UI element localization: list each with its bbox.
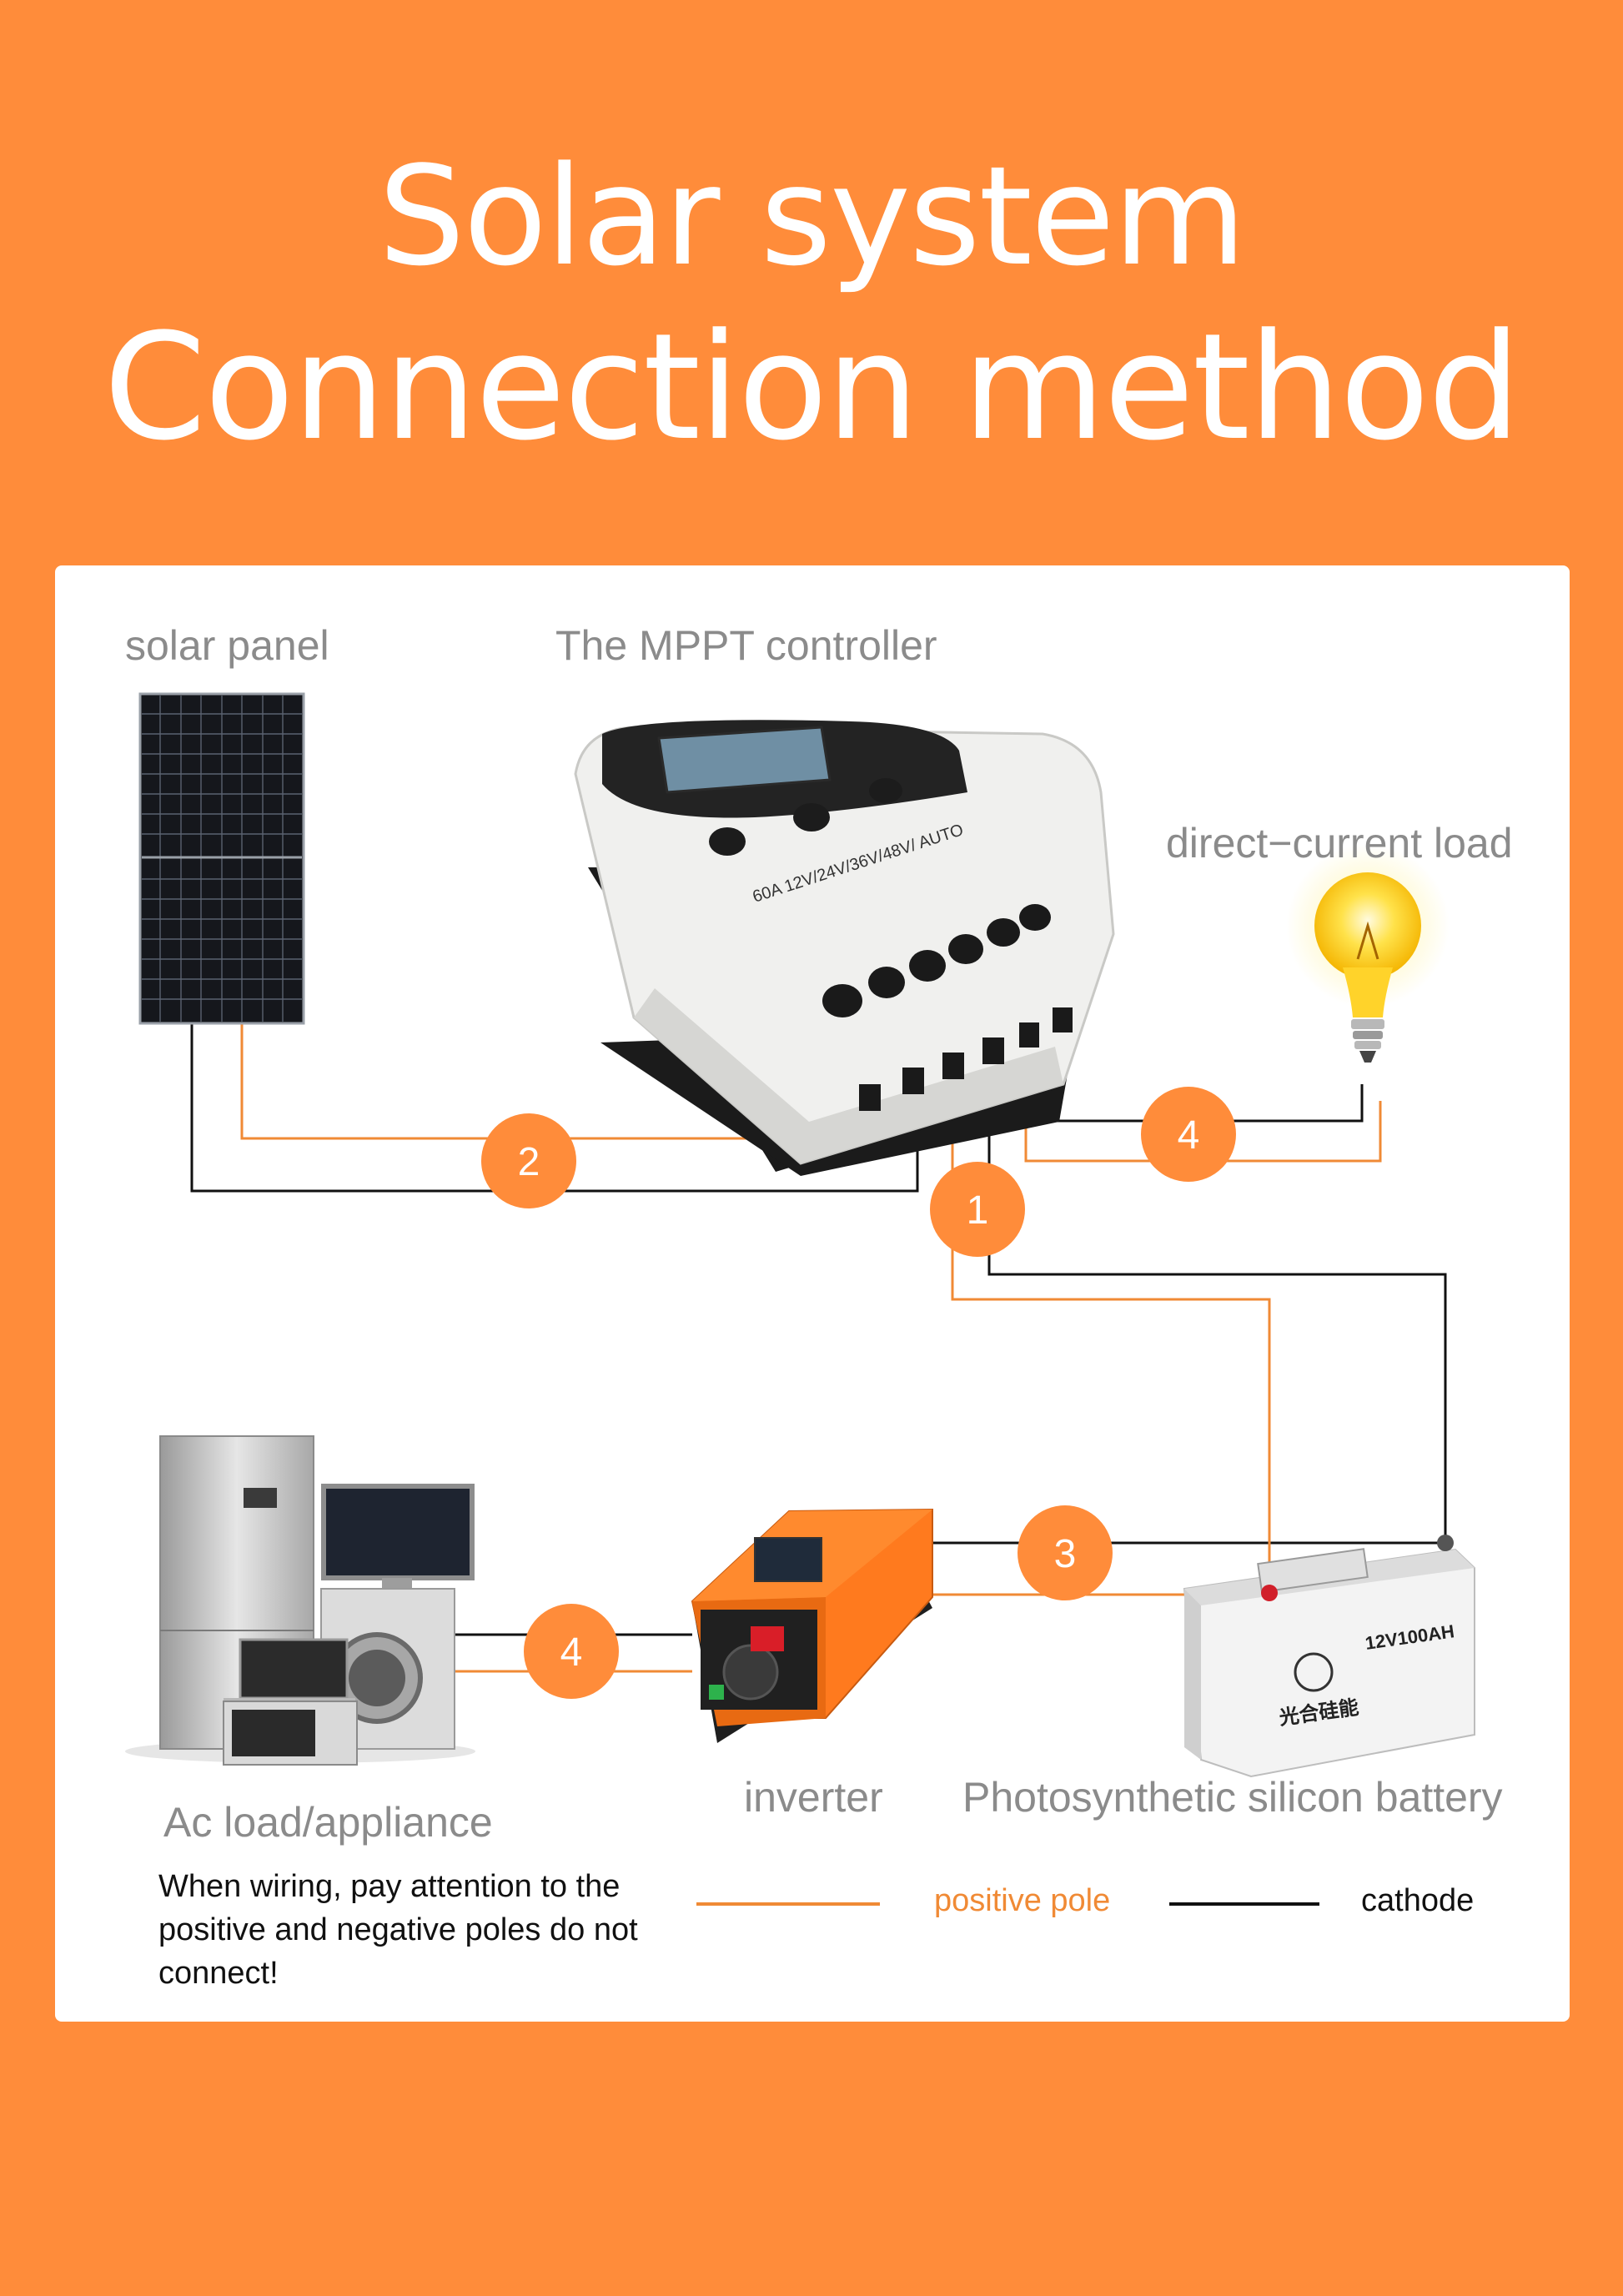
- legend-negative-label: cathode: [1361, 1883, 1475, 1918]
- step-badge-4-dc: 4: [1141, 1087, 1236, 1182]
- step-badge-2: 2: [481, 1113, 576, 1208]
- controller-label: The MPPT controller: [555, 622, 937, 669]
- title-line-2: Connection method: [103, 302, 1520, 473]
- step-badge-1-number: 1: [967, 1188, 989, 1233]
- battery-negative-wire: [987, 1034, 1447, 1541]
- ac-appliances-image: [125, 1435, 475, 1766]
- title-line-1: Solar system: [378, 137, 1247, 296]
- battery-label: Photosynthetic silicon battery: [962, 1774, 1503, 1821]
- legend-positive-label: positive pole: [934, 1883, 1111, 1918]
- light-bulb-image: [1286, 844, 1450, 1063]
- ac-load-label: Ac load/appliance: [163, 1799, 493, 1846]
- dc-load-label: direct−current load: [1166, 820, 1513, 867]
- battery-positive-wire: [951, 1034, 1271, 1593]
- step-badge-4-dc-number: 4: [1178, 1113, 1200, 1158]
- inverter-image: [691, 1508, 933, 1743]
- solar-panel-image: [138, 692, 305, 1025]
- step-badge-4-ac-number: 4: [560, 1630, 583, 1675]
- mppt-controller-image: 60A 12V/24V/36V/48V/ AUTO: [574, 720, 1115, 1176]
- wiring-warning-note: When wiring, pay attention to the positi…: [158, 1869, 638, 1991]
- step-badge-4-ac: 4: [524, 1604, 619, 1699]
- inverter-label: inverter: [744, 1774, 883, 1821]
- battery-image: 12V100AH 光合硅能: [1183, 1535, 1475, 1778]
- step-badge-1: 1: [930, 1162, 1025, 1257]
- step-badge-3: 3: [1018, 1505, 1113, 1600]
- step-badge-2-number: 2: [518, 1140, 540, 1184]
- step-badges: 2 1 4 3 4: [481, 1087, 1236, 1699]
- solar-panel-label: solar panel: [125, 622, 329, 669]
- step-badge-3-number: 3: [1054, 1532, 1077, 1576]
